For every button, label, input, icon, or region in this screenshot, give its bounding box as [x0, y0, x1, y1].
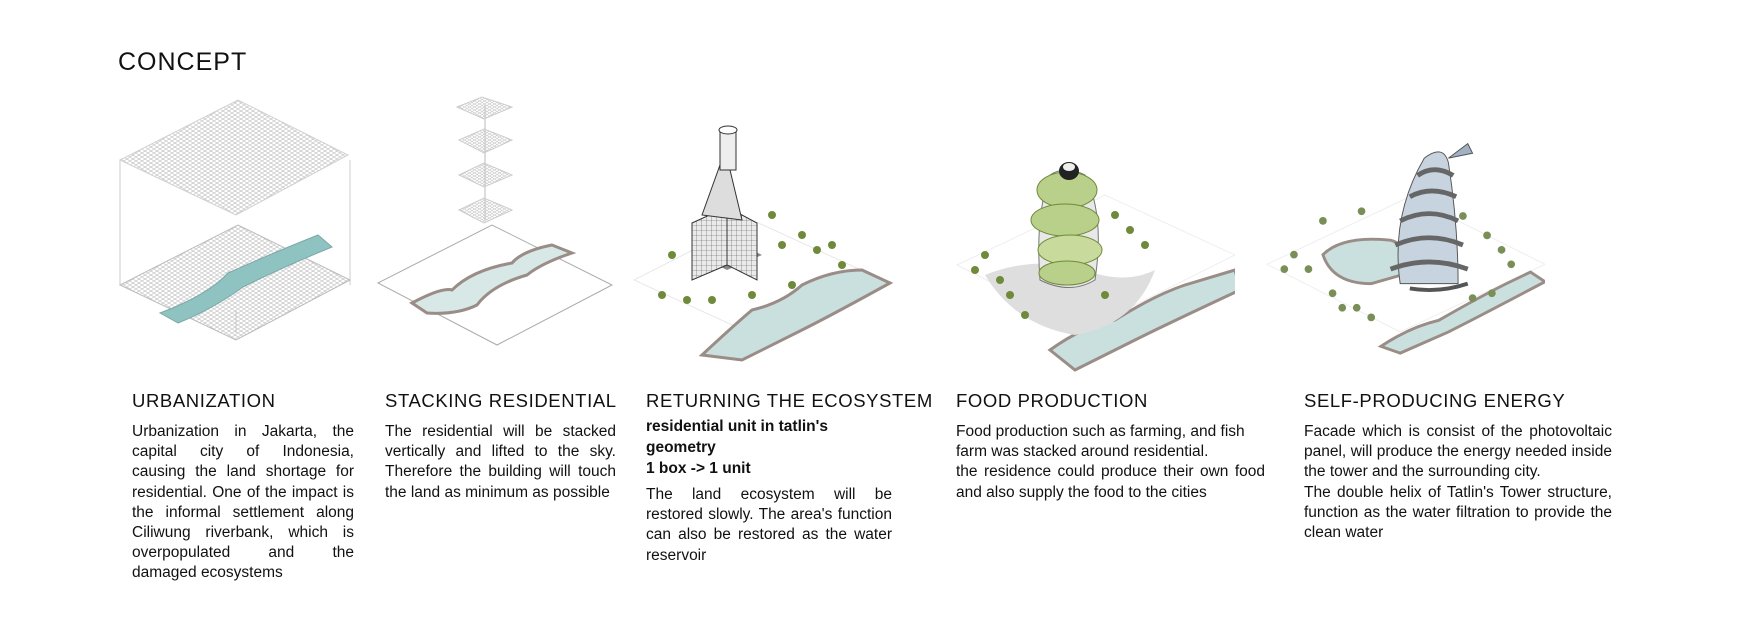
river-shape: [1377, 270, 1548, 355]
column-heading: URBANIZATION: [132, 390, 276, 411]
column-heading: RETURNING THE ECOSYSTEM: [646, 390, 933, 411]
column-text: Facade which is consist of the photovolt…: [1304, 423, 1612, 481]
ecosystem-diagram: [632, 95, 912, 395]
river-shape: [698, 268, 894, 362]
column-heading: SELF-PRODUCING ENERGY: [1304, 390, 1566, 411]
stacking-diagram: [372, 95, 652, 395]
column-returning-ecosystem: RETURNING THE ECOSYSTEM residential unit…: [646, 390, 933, 566]
column-subheading: residential unit in tatlin's geometry: [646, 418, 828, 456]
column-subheading: 1 box -> 1 unit: [646, 460, 751, 477]
food-production-diagram: [955, 95, 1242, 395]
column-food-production: FOOD PRODUCTION Food production such as …: [956, 390, 1265, 503]
column-stacking-residential: STACKING RESIDENTIAL The residential wil…: [385, 390, 616, 503]
energy-tower-diagram: [1265, 95, 1548, 395]
column-urbanization: URBANIZATION Urbanization in Jakarta, th…: [132, 390, 354, 584]
column-text: The land ecosystem will be restored slow…: [646, 486, 892, 564]
column-heading: STACKING RESIDENTIAL: [385, 390, 617, 411]
column-text: The double helix of Tatlin's Tower struc…: [1304, 483, 1612, 542]
column-text: Food production such as farming, and fis…: [956, 423, 1245, 461]
river-shape: [409, 243, 577, 315]
column-text: The residential will be stacked vertical…: [385, 423, 616, 501]
column-text: Urbanization in Jakarta, the capital cit…: [132, 423, 354, 582]
column-heading: FOOD PRODUCTION: [956, 390, 1148, 411]
urbanization-diagram: [118, 95, 398, 395]
column-self-producing-energy: SELF-PRODUCING ENERGY Facade which is co…: [1304, 390, 1612, 543]
river-shape: [158, 234, 333, 324]
page-title: CONCEPT: [118, 48, 248, 76]
column-text: the residence could produce their own fo…: [956, 463, 1265, 501]
